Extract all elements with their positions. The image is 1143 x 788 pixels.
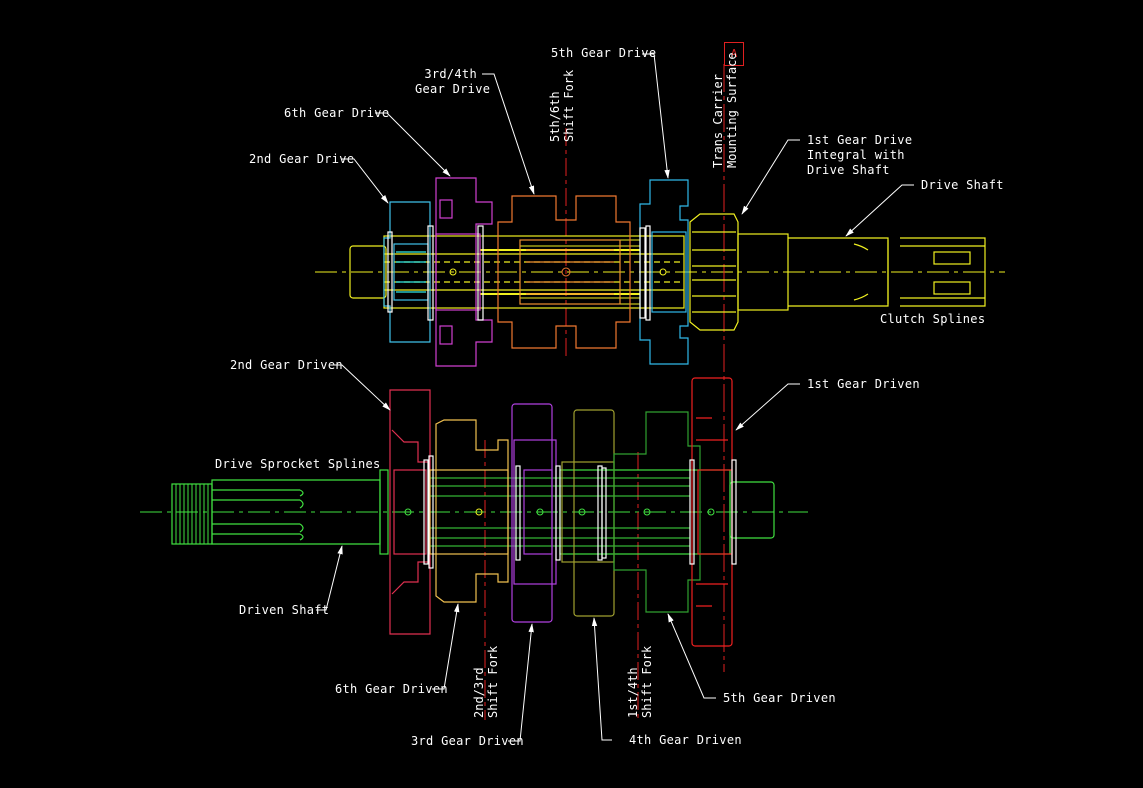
label-first-fourth-shift-fork: 1st/4th Shift Fork (626, 646, 654, 718)
leader-fifth-gear-driven (667, 613, 716, 699)
lower-bearings (423, 455, 737, 569)
first-gear-drive-integral (689, 213, 739, 331)
leader-first-gear-driven (735, 383, 800, 431)
drive-shaft (349, 233, 986, 311)
leader-lines (316, 53, 914, 742)
label-second-gear-driven: 2nd Gear Driven (230, 358, 343, 372)
leader-sixth-gear-driven (432, 603, 460, 690)
label-drive-sprocket-splines: Drive Sprocket Splines (215, 457, 381, 471)
leader-third-fourth-gear-drive (482, 73, 535, 195)
label-trans-carrier-mounting-surface: Trans Carrier Mounting Surface (711, 52, 739, 168)
label-driven-shaft: Driven Shaft (239, 603, 330, 617)
leader-fifth-gear-drive (642, 53, 670, 179)
label-clutch-splines: Clutch Splines (880, 312, 986, 326)
label-first-gear-driven: 1st Gear Driven (807, 377, 920, 391)
leader-first-gear-drive (741, 139, 800, 215)
label-line: 1st Gear Drive (807, 133, 913, 147)
label-line: Shift Fork (486, 645, 500, 718)
second-gear-driven (389, 389, 431, 635)
label-line: Shift Fork (640, 645, 654, 718)
leader-sixth-gear-drive (375, 112, 451, 177)
label-line: Gear Drive (415, 82, 491, 96)
label-line: 2nd/3rd (472, 667, 486, 718)
label-line: Drive Shaft (807, 163, 890, 177)
leader-driven-shaft (316, 545, 343, 611)
upper-bearings (387, 225, 651, 321)
label-fourth-gear-driven: 4th Gear Driven (629, 733, 742, 747)
label-second-gear-drive: 2nd Gear Drive (249, 152, 355, 166)
leader-second-gear-drive (342, 158, 389, 204)
label-fifth-gear-drive: 5th Gear Drive (551, 46, 657, 60)
leader-third-gear-driven (508, 623, 534, 742)
label-sixth-gear-drive: 6th Gear Drive (284, 106, 390, 120)
label-line: 1st/4th (626, 667, 640, 718)
datum-a-tag: A (724, 42, 744, 66)
fifth-gear-driven (613, 411, 701, 613)
label-line: Integral with (807, 148, 905, 162)
label-third-fourth-gear-drive: 3rd/4th Gear Drive (415, 67, 491, 97)
label-fifth-gear-driven: 5th Gear Driven (723, 691, 836, 705)
label-sixth-gear-driven: 6th Gear Driven (335, 682, 448, 696)
label-drive-shaft: Drive Shaft (921, 178, 1004, 192)
label-first-gear-drive: 1st Gear Drive Integral with Drive Shaft (807, 133, 912, 178)
label-line: Shift Fork (562, 69, 576, 142)
lower-center-marks (404, 508, 715, 516)
drive-sprocket-splines (175, 484, 209, 544)
leader-second-gear-driven (330, 364, 391, 411)
label-second-third-shift-fork: 2nd/3rd Shift Fork (472, 646, 500, 718)
third-gear-driven (511, 403, 557, 623)
label-line: 5th/6th (548, 91, 562, 142)
sixth-gear-drive (435, 177, 493, 367)
label-third-gear-driven: 3rd Gear Driven (411, 734, 524, 748)
label-line: Trans Carrier (711, 74, 725, 168)
third-fourth-gear-drive (497, 195, 631, 349)
leader-drive-shaft (845, 184, 914, 237)
sixth-gear-driven (429, 419, 509, 603)
label-fifth-sixth-shift-fork: 5th/6th Shift Fork (548, 70, 576, 142)
label-line: 3rd/4th (424, 67, 477, 81)
upper-center-marks (449, 267, 667, 277)
leader-fourth-gear-driven (591, 617, 612, 741)
label-line: Mounting Surface (725, 52, 739, 168)
